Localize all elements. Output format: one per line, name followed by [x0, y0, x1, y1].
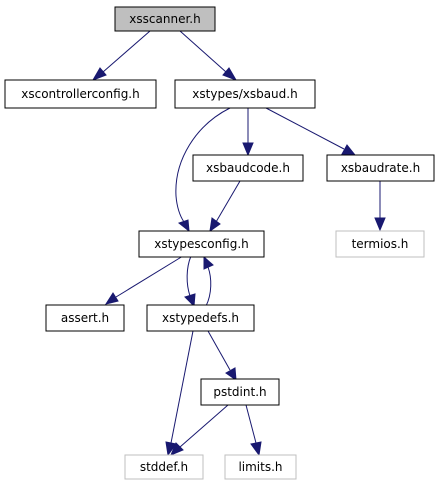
edge-xsbaud-xsbaudrate [265, 107, 357, 156]
node-xstypesconfig[interactable]: xstypesconfig.h [138, 230, 265, 258]
edge-xstypedefs-stddef [165, 330, 194, 457]
edge-xstypedefs-xstypesconfig [203, 255, 214, 307]
node-label: pstdint.h [213, 385, 266, 399]
edge-xsbaudcode-xstypesconfig [209, 180, 241, 233]
node-label: assert.h [61, 311, 109, 325]
edge-pstdint-stddef [170, 404, 229, 456]
edge-xsbaud-xstypesconfig [175, 107, 231, 233]
edge-xstypedefs-pstdint [207, 330, 237, 382]
node-xsscanner[interactable]: xsscanner.h [114, 6, 216, 32]
node-label: stddef.h [140, 460, 188, 474]
edge-xstypesconfig-xstypedefs [184, 255, 196, 308]
nodes: xsscanner.h xscontrollerconfig.h xstypes… [4, 6, 435, 480]
node-xsbaudrate[interactable]: xsbaudrate.h [326, 154, 435, 182]
node-xscontrollerconfig[interactable]: xscontrollerconfig.h [4, 79, 157, 109]
node-label: xsbaudcode.h [206, 161, 290, 175]
node-limits[interactable]: limits.h [224, 454, 297, 480]
node-label: xscontrollerconfig.h [21, 87, 139, 101]
edge-pstdint-limits [245, 404, 262, 457]
node-label: limits.h [238, 460, 282, 474]
node-label: xstypedefs.h [162, 311, 239, 325]
edge-xstypesconfig-assert [104, 255, 184, 305]
node-label: xsscanner.h [129, 12, 200, 26]
node-assert[interactable]: assert.h [45, 304, 125, 332]
edge-xsbaud-xsbaudcode [242, 108, 254, 157]
edges [91, 30, 386, 457]
node-xsbaud[interactable]: xstypes/xsbaud.h [174, 79, 316, 109]
node-label: xstypes/xsbaud.h [192, 87, 297, 101]
node-termios[interactable]: termios.h [335, 230, 425, 258]
edge-xsscanner-xsbaud [179, 30, 238, 81]
node-label: xsbaudrate.h [341, 161, 420, 175]
node-xstypedefs[interactable]: xstypedefs.h [146, 304, 255, 332]
node-xsbaudcode[interactable]: xsbaudcode.h [192, 154, 304, 182]
node-stddef[interactable]: stddef.h [124, 454, 204, 480]
node-pstdint[interactable]: pstdint.h [200, 378, 280, 406]
edge-xsbaudrate-termios [374, 181, 386, 232]
node-label: termios.h [352, 237, 409, 251]
node-label: xstypesconfig.h [154, 237, 249, 251]
edge-xsscanner-xscontrollerconfig [91, 30, 151, 81]
